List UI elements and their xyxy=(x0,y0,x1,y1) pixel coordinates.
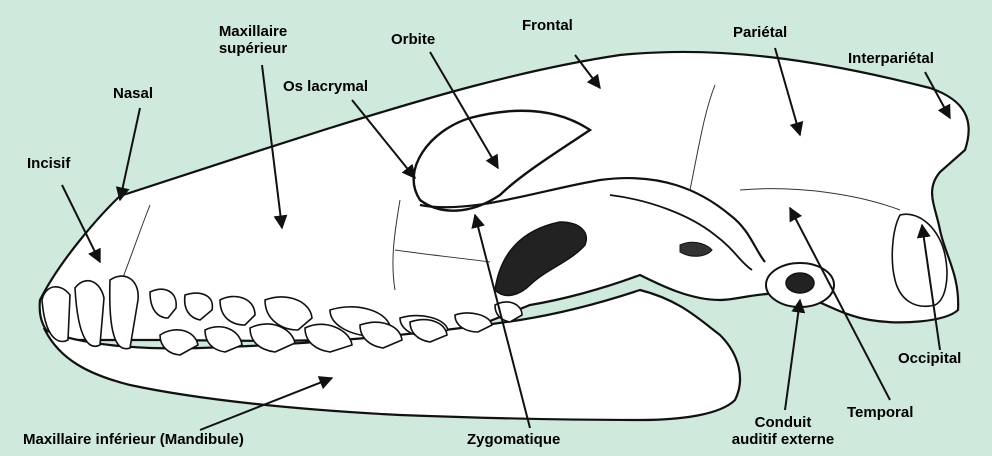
label-frontal: Frontal xyxy=(522,17,573,34)
label-nasal: Nasal xyxy=(113,85,153,102)
label-conduit-line2: auditif externe xyxy=(718,431,848,448)
arrow-conduit xyxy=(785,300,800,410)
label-conduit-auditif: Conduit auditif externe xyxy=(718,414,848,448)
arrow-nasal xyxy=(120,108,140,200)
label-maxillaire-superieur: Maxillaire supérieur xyxy=(198,23,308,57)
label-orbite: Orbite xyxy=(391,31,435,48)
label-occipital: Occipital xyxy=(898,350,961,367)
label-mandibule: Maxillaire inférieur (Mandibule) xyxy=(23,431,244,448)
label-zygomatique: Zygomatique xyxy=(467,431,560,448)
label-incisif: Incisif xyxy=(27,155,70,172)
label-conduit-line1: Conduit xyxy=(718,414,848,431)
label-temporal: Temporal xyxy=(847,404,913,421)
label-os-lacrymal: Os lacrymal xyxy=(283,78,368,95)
label-maxillaire-superieur-line2: supérieur xyxy=(198,40,308,57)
label-maxillaire-superieur-line1: Maxillaire xyxy=(198,23,308,40)
label-interparietal: Interpariétal xyxy=(848,50,934,67)
label-parietal: Pariétal xyxy=(733,24,787,41)
ear-canal-opening xyxy=(786,273,814,293)
